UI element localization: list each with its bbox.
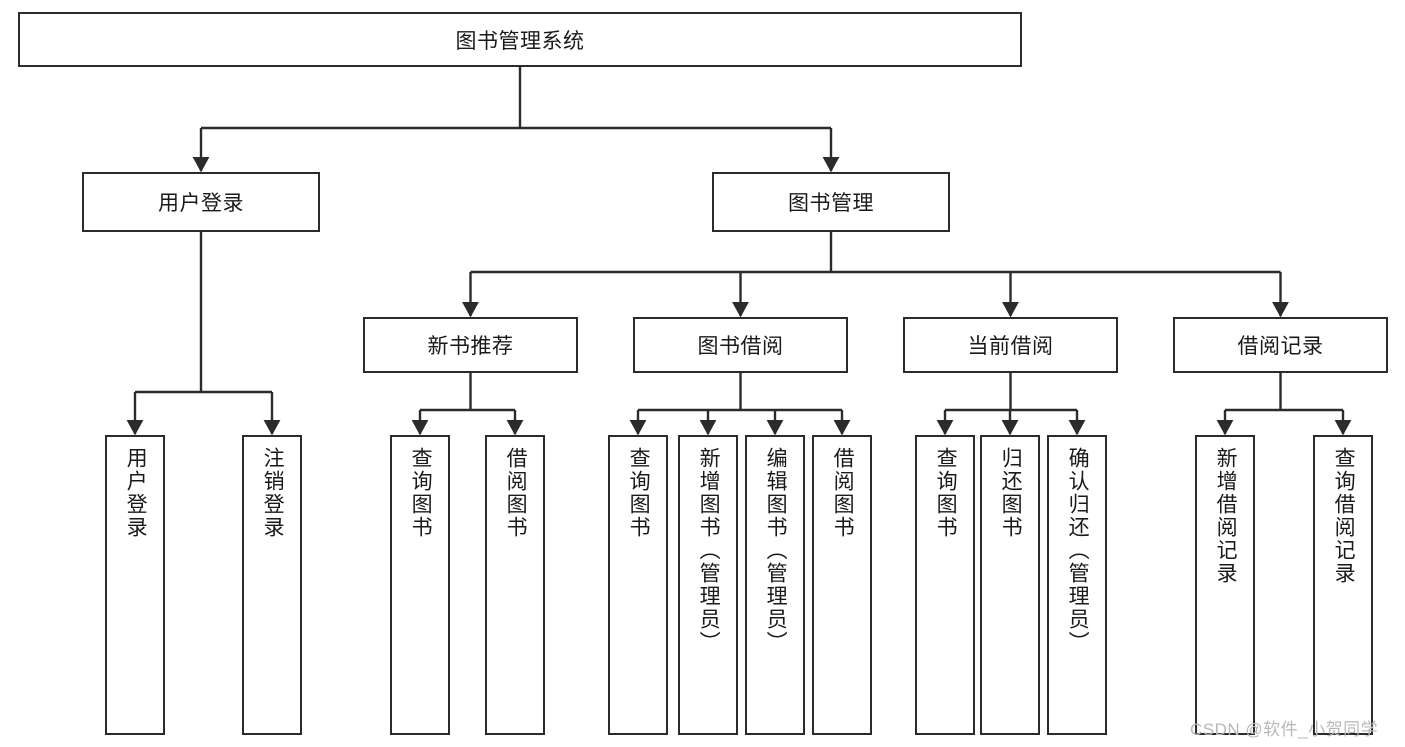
node-label: 图书管理 — [788, 192, 874, 215]
node-label: 查询图书 — [627, 447, 651, 539]
leaf-node-8: 借阅图书 — [812, 435, 872, 735]
node-label: 查询图书 — [409, 447, 433, 539]
leaf-node-11: 确认归还（管理员） — [1047, 435, 1107, 735]
node-label: 借阅记录 — [1237, 335, 1324, 358]
leaf-node-5: 查询图书 — [608, 435, 668, 735]
root-node-1: 图书管理系统 — [18, 12, 1022, 67]
level3-node-2: 图书借阅 — [633, 317, 848, 373]
node-label: 注销登录 — [261, 447, 285, 539]
leaf-node-9: 查询图书 — [915, 435, 975, 735]
node-label: 用户登录 — [124, 447, 148, 539]
node-label: 确认归还（管理员） — [1066, 447, 1090, 654]
node-label: 查询图书 — [934, 447, 958, 539]
level2-node-1: 用户登录 — [82, 172, 320, 232]
leaf-node-6: 新增图书（管理员） — [678, 435, 738, 735]
node-label: 新增图书（管理员） — [697, 447, 721, 654]
node-label: 图书借阅 — [697, 335, 784, 358]
level3-node-4: 借阅记录 — [1173, 317, 1388, 373]
level3-node-3: 当前借阅 — [903, 317, 1118, 373]
level2-node-2: 图书管理 — [712, 172, 950, 232]
node-label: 归还图书 — [999, 447, 1023, 539]
node-label: 借阅图书 — [831, 447, 855, 539]
leaf-node-1: 用户登录 — [105, 435, 165, 735]
node-label: 借阅图书 — [504, 447, 528, 539]
leaf-node-7: 编辑图书（管理员） — [745, 435, 805, 735]
leaf-node-2: 注销登录 — [242, 435, 302, 735]
node-label: 用户登录 — [158, 192, 244, 215]
node-label: 查询借阅记录 — [1332, 447, 1356, 585]
leaf-node-10: 归还图书 — [980, 435, 1040, 735]
node-label: 编辑图书（管理员） — [764, 447, 788, 654]
leaf-node-13: 查询借阅记录 — [1313, 435, 1373, 735]
node-label: 当前借阅 — [967, 335, 1054, 358]
leaf-node-12: 新增借阅记录 — [1195, 435, 1255, 735]
leaf-node-3: 查询图书 — [390, 435, 450, 735]
node-label: 新书推荐 — [427, 335, 514, 358]
level3-node-1: 新书推荐 — [363, 317, 578, 373]
leaf-node-4: 借阅图书 — [485, 435, 545, 735]
node-label: 新增借阅记录 — [1214, 447, 1238, 585]
watermark-text: CSDN @软件_小贺同学 — [1190, 720, 1379, 739]
node-label: 图书管理系统 — [455, 29, 585, 53]
